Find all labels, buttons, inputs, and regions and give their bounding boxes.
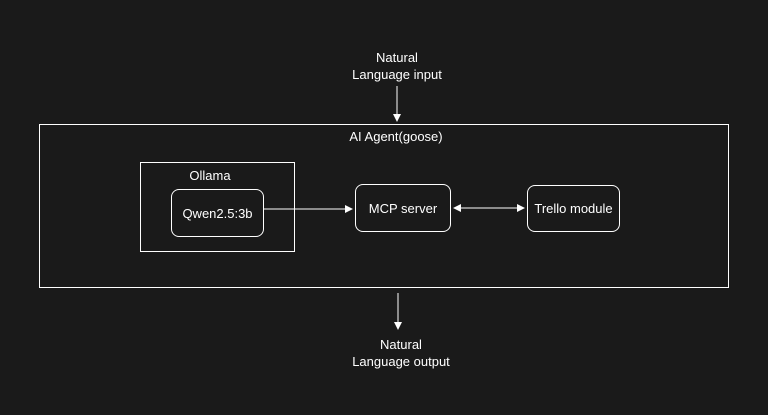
output-label-line-1: Natural bbox=[380, 337, 422, 352]
input-label-line-2: Language input bbox=[352, 67, 442, 82]
trello-module-box: Trello module bbox=[527, 185, 620, 232]
ollama-title: Ollama bbox=[189, 168, 231, 183]
trello-module-label: Trello module bbox=[534, 201, 613, 216]
mcp-server-box: MCP server bbox=[355, 184, 451, 232]
agent-container bbox=[39, 124, 729, 288]
output-label-line-2: Language output bbox=[352, 354, 450, 369]
model-box: Qwen2.5:3b bbox=[171, 189, 264, 237]
output-label: Natural Language output bbox=[334, 336, 468, 370]
model-label: Qwen2.5:3b bbox=[182, 205, 253, 221]
mcp-server-label: MCP server bbox=[368, 200, 438, 216]
ollama-container bbox=[140, 162, 295, 252]
agent-title: AI Agent(goose) bbox=[349, 129, 443, 144]
input-label: Natural Language input bbox=[330, 49, 464, 83]
input-label-line-1: Natural bbox=[376, 50, 418, 65]
